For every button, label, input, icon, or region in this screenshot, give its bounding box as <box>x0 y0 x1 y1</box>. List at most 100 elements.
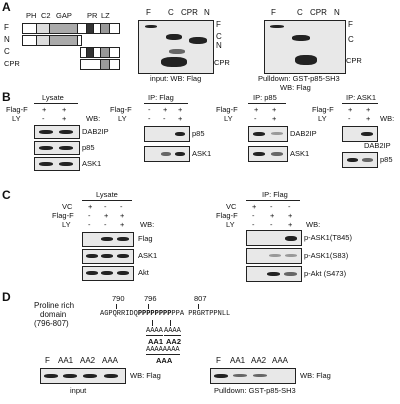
domain-label-ph: PH <box>26 11 37 20</box>
band <box>117 254 129 258</box>
mutation-arrow <box>152 320 153 326</box>
underline <box>164 335 181 336</box>
row-val: - <box>348 114 351 123</box>
proline-rich-segment: PPPPPPPP <box>137 310 172 318</box>
western-blot <box>246 230 302 246</box>
band <box>271 152 283 156</box>
row-label: Flag-F <box>216 211 238 220</box>
lane-label: F <box>45 356 50 365</box>
blot-label: Flag <box>138 234 153 243</box>
underline <box>146 335 163 336</box>
header-rule <box>144 103 188 104</box>
row-val: - <box>270 202 273 211</box>
blot-label: p85 <box>192 129 205 138</box>
row-val: + <box>178 105 183 114</box>
blot-label: p85 <box>380 155 393 164</box>
band <box>63 374 77 378</box>
row-val: - <box>104 202 107 211</box>
band <box>253 152 265 156</box>
lane-label: AA2 <box>80 356 96 365</box>
blot-label: p-ASK1(T845) <box>304 233 352 242</box>
band <box>269 254 281 257</box>
group-header: IP: Flag <box>262 190 288 199</box>
band <box>104 374 118 378</box>
row-val: + <box>288 220 293 229</box>
lane-label: F <box>216 356 221 365</box>
panel-label-d: D <box>2 290 11 304</box>
row-label: Flag-F <box>52 211 74 220</box>
band <box>39 130 53 134</box>
row-val: - <box>254 114 257 123</box>
band-label-n: N <box>216 41 222 50</box>
construct-label-c: C <box>4 47 10 56</box>
wb-label: WB: Flag <box>300 371 331 380</box>
band <box>253 132 265 136</box>
western-blot <box>246 266 302 282</box>
band <box>117 271 129 275</box>
domain-label-pr: PR <box>87 11 98 20</box>
blot-label: DAB2IP <box>290 129 317 138</box>
row-val: + <box>366 105 371 114</box>
row-val: - <box>148 105 151 114</box>
panel-label-c: C <box>2 188 11 202</box>
row-val: + <box>252 202 257 211</box>
band <box>361 132 373 136</box>
domain-pr <box>86 23 94 34</box>
domain-lz <box>100 47 110 58</box>
row-val: + <box>163 105 168 114</box>
band <box>169 49 185 54</box>
lane-label: N <box>204 8 210 17</box>
band <box>253 374 267 377</box>
residue-position: 790 <box>112 294 125 303</box>
western-blot <box>34 157 80 171</box>
blot-label: ASK1 <box>138 251 158 260</box>
lane-label: AA1 <box>230 356 246 365</box>
band <box>175 132 185 136</box>
row-val: + <box>104 211 109 220</box>
row-val: - <box>270 220 273 229</box>
western-blot <box>342 126 378 142</box>
band <box>161 57 187 67</box>
lane-label: CPR <box>310 8 327 17</box>
mutation-seq: AAAA <box>146 327 163 335</box>
western-blot <box>342 152 378 168</box>
blot-caption: WB: Flag <box>280 83 311 92</box>
western-blot <box>144 146 190 162</box>
mutant-label-aa2: AA2 <box>166 337 182 346</box>
band-label-c: C <box>348 35 354 44</box>
lane-label: AAA <box>272 356 289 365</box>
row-label: LY <box>224 114 233 123</box>
residue-position: 807 <box>194 294 207 303</box>
blot-label: ASK1 <box>192 149 212 158</box>
group-header: Lysate <box>96 190 118 199</box>
row-val: + <box>178 114 183 123</box>
band <box>285 236 297 241</box>
band <box>117 237 129 241</box>
lane-label: C <box>297 8 303 17</box>
mutation-seq: AAAA <box>164 327 181 335</box>
row-label: VC <box>226 202 237 211</box>
domain-label: (796-807) <box>34 319 69 328</box>
underline <box>146 354 180 355</box>
row-val: - <box>88 220 91 229</box>
header-rule <box>34 103 78 104</box>
band <box>59 130 73 134</box>
lane-label: CPR <box>181 8 198 17</box>
band <box>270 25 284 28</box>
row-val: - <box>120 202 123 211</box>
lane-label: AA1 <box>58 356 74 365</box>
western-blot-d-pulldown <box>210 368 296 384</box>
position-tick <box>116 304 117 309</box>
band <box>285 254 297 257</box>
domain-label: Proline rich <box>34 301 75 310</box>
band <box>295 55 317 65</box>
wb-label: WB: <box>140 220 155 229</box>
band <box>101 237 113 241</box>
sequence-segment: PPA PRGRTPPNLL <box>171 310 231 318</box>
mutation-arrow <box>170 320 171 326</box>
row-val: - <box>163 114 166 123</box>
blot-caption: Pulldown: GST-p85-SH3 <box>258 74 340 83</box>
mutant-label-aa1: AA1 <box>148 337 164 346</box>
lane-label: F <box>271 8 276 17</box>
